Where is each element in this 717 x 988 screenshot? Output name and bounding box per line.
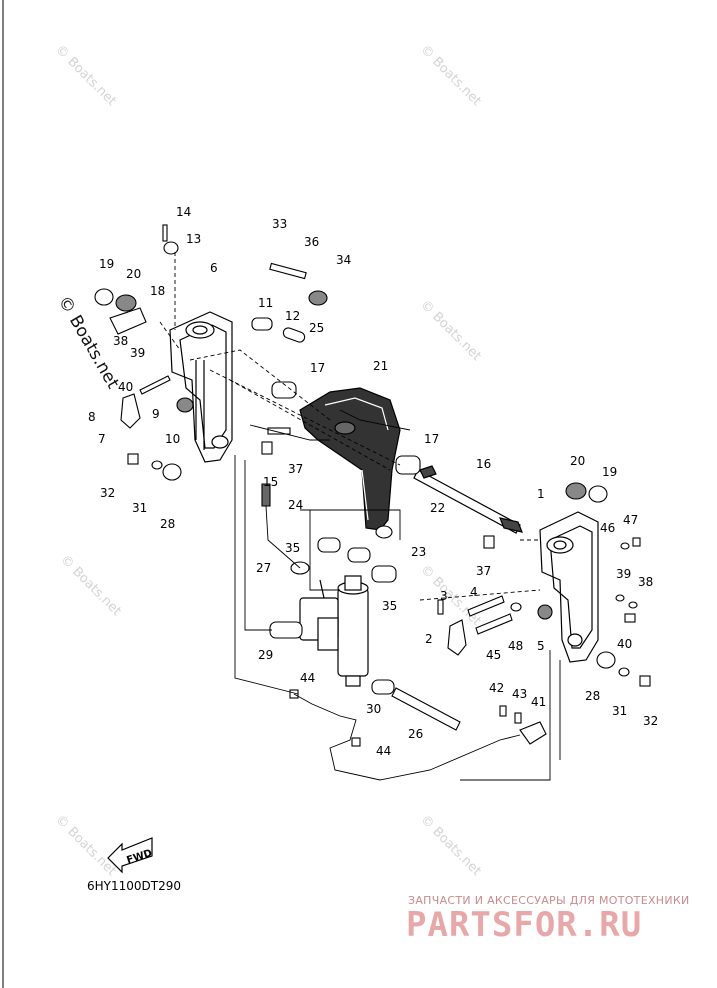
- callout-19: 19: [99, 257, 114, 271]
- watermark: © Boats.net: [57, 552, 124, 619]
- callout-13: 13: [186, 232, 201, 246]
- callout-44b: 44: [376, 744, 391, 758]
- callout-47: 47: [623, 513, 638, 527]
- callouts: 1 2 3 4 5 6 7 8 9 10 11 12 13 14 15 16 1…: [88, 205, 658, 758]
- callout-2: 2: [425, 632, 433, 646]
- callout-1: 1: [537, 487, 545, 501]
- callout-5: 5: [537, 639, 545, 653]
- callout-18: 18: [150, 284, 165, 298]
- callout-30: 30: [366, 702, 381, 716]
- callout-32: 32: [100, 486, 115, 500]
- watermark: © Boats.net: [417, 812, 484, 879]
- callout-40b: 40: [617, 637, 632, 651]
- left-clamp-bracket: [169, 311, 233, 463]
- callout-43: 43: [512, 687, 527, 701]
- swivel-bracket: [299, 387, 401, 531]
- small-parts: [94, 224, 651, 747]
- callout-37: 37: [288, 462, 303, 476]
- callout-45: 45: [486, 648, 501, 662]
- callout-37b: 37: [476, 564, 491, 578]
- callout-34: 34: [336, 253, 351, 267]
- callout-41: 41: [531, 695, 546, 709]
- callout-15: 15: [263, 475, 278, 489]
- trim-tilt-unit: [299, 575, 369, 687]
- callout-33: 33: [272, 217, 287, 231]
- callout-25: 25: [309, 321, 324, 335]
- callout-44: 44: [300, 671, 315, 685]
- callout-35: 35: [285, 541, 300, 555]
- diagram-code: 6HY1100DT290: [87, 879, 182, 893]
- callout-48: 48: [508, 639, 523, 653]
- callout-39: 39: [130, 346, 145, 360]
- callout-17: 17: [310, 361, 325, 375]
- callout-28b: 28: [585, 689, 600, 703]
- callout-3: 3: [440, 589, 448, 603]
- logo-tagline: ЗАПЧАСТИ И АКСЕССУАРЫ ДЛЯ МОТОТЕХНИКИ: [408, 894, 690, 907]
- callout-36: 36: [304, 235, 319, 249]
- callout-12: 12: [285, 309, 300, 323]
- watermark: © Boats.net: [52, 42, 119, 109]
- callout-20: 20: [126, 267, 141, 281]
- callout-24: 24: [288, 498, 303, 512]
- callout-10: 10: [165, 432, 180, 446]
- tilt-tube: [413, 465, 523, 534]
- callout-29: 29: [258, 648, 273, 662]
- callout-9: 9: [152, 407, 160, 421]
- callout-19b: 19: [602, 465, 617, 479]
- callout-31b: 31: [612, 704, 627, 718]
- callout-31: 31: [132, 501, 147, 515]
- right-clamp-bracket: [539, 511, 599, 663]
- watermark: © Boats.net: [52, 812, 119, 879]
- callout-46b: 46: [600, 521, 615, 535]
- callout-28: 28: [160, 517, 175, 531]
- callout-8: 8: [88, 410, 96, 424]
- logo-name: PARTSFOR.RU: [406, 905, 643, 945]
- callout-21: 21: [373, 359, 388, 373]
- callout-23: 23: [411, 545, 426, 559]
- callout-11: 11: [258, 296, 273, 310]
- callout-20b: 20: [570, 454, 585, 468]
- callout-7: 7: [98, 432, 106, 446]
- callout-32b: 32: [643, 714, 658, 728]
- callout-40: 40: [118, 380, 133, 394]
- callout-17b: 17: [424, 432, 439, 446]
- watermark: © Boats.net: [417, 42, 484, 109]
- callout-35b: 35: [382, 599, 397, 613]
- callout-14: 14: [176, 205, 191, 219]
- callout-16: 16: [476, 457, 491, 471]
- callout-42: 42: [489, 681, 504, 695]
- callout-4: 4: [470, 585, 478, 599]
- callout-38b: 38: [638, 575, 653, 589]
- callout-6: 6: [210, 261, 218, 275]
- watermark: © Boats.net: [417, 297, 484, 364]
- callout-27: 27: [256, 561, 271, 575]
- leader-lines: [159, 252, 561, 781]
- callout-26: 26: [408, 727, 423, 741]
- callout-38: 38: [113, 334, 128, 348]
- callout-39b: 39: [616, 567, 631, 581]
- callout-22: 22: [430, 501, 445, 515]
